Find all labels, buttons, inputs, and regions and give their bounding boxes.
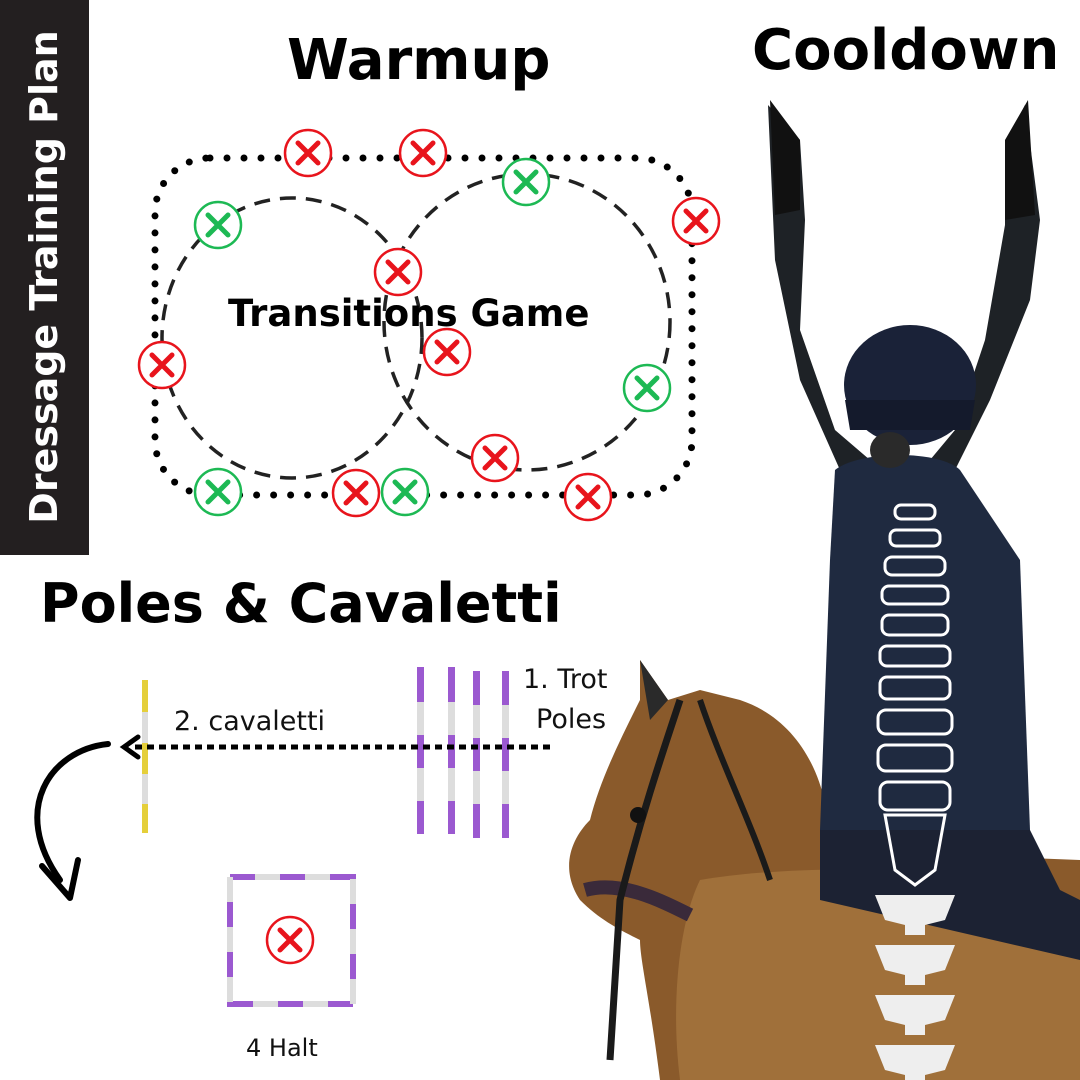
trot-pole — [448, 667, 455, 834]
poles-heading: Poles & Cavaletti — [40, 572, 562, 635]
trot-pole — [473, 671, 480, 838]
halt-box — [227, 874, 356, 1007]
trot-poles — [417, 667, 509, 838]
trot-poles-label-line1: 1. Trot — [523, 664, 608, 695]
red-x-marker-icon — [424, 329, 470, 375]
spine-overlay — [876, 503, 954, 887]
green-x-marker-icon — [503, 159, 549, 205]
trot-poles-label-line2: Poles — [536, 704, 607, 735]
transitions-game-label: Transitions Game — [228, 292, 590, 335]
horse-spine-overlay — [875, 895, 955, 1080]
red-x-marker-icon — [400, 130, 446, 176]
red-x-marker-icon — [565, 474, 611, 520]
warmup-heading: Warmup — [287, 28, 551, 93]
cooldown-heading: Cooldown — [752, 18, 1060, 83]
side-banner: Dressage Training Plan — [0, 0, 89, 555]
red-x-marker-icon — [472, 435, 518, 481]
green-x-marker-icon — [195, 202, 241, 248]
red-x-marker-icon — [375, 249, 421, 295]
trot-pole — [417, 667, 424, 834]
red-x-marker-icon — [285, 130, 331, 176]
red-x-marker-icon — [139, 342, 185, 388]
arrow-head-left-icon — [119, 734, 141, 760]
side-title: Dressage Training Plan — [22, 30, 66, 524]
red-x-marker-icon — [333, 470, 379, 516]
halt-label: 4 Halt — [246, 1034, 318, 1062]
curved-arrow-icon — [34, 741, 111, 883]
left-circle-path — [160, 196, 424, 480]
trot-pole — [502, 671, 509, 838]
cavaletti-pole — [142, 680, 148, 833]
green-x-marker-icon — [382, 469, 428, 515]
green-x-marker-icon — [624, 365, 670, 411]
red-x-marker-icon — [673, 198, 719, 244]
green-x-marker-icon — [195, 469, 241, 515]
red-x-marker-icon — [267, 917, 313, 963]
cavaletti-label: 2. cavaletti — [174, 706, 326, 737]
